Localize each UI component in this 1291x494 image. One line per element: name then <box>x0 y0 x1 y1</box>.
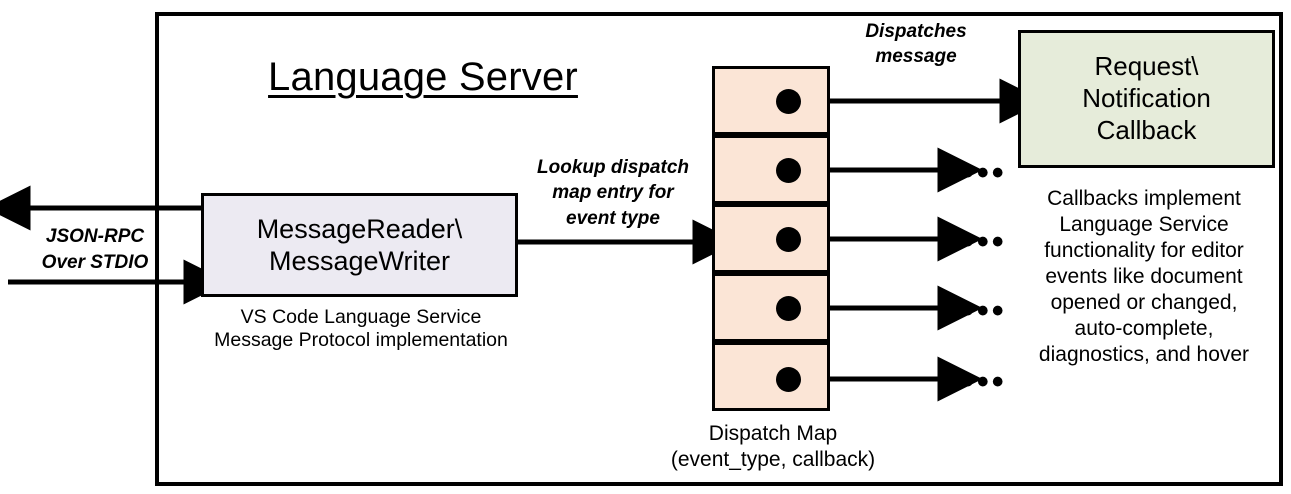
callback-description: Callbacks implement Language Service fun… <box>1038 187 1250 367</box>
dispatch-map-row[interactable] <box>712 66 830 135</box>
message-reader-writer-label: MessageReader\ MessageWriter <box>256 213 463 276</box>
row-ellipsis: ••• <box>962 363 1007 401</box>
dispatch-map-entry-dot <box>776 367 801 392</box>
dispatch-map-row[interactable] <box>712 135 830 204</box>
row-ellipsis: ••• <box>962 154 1007 192</box>
message-reader-writer-node[interactable]: MessageReader\ MessageWriter <box>201 193 518 297</box>
diagram-title: Language Server <box>268 55 578 99</box>
language-server-boundary <box>155 12 1283 486</box>
jsonrpc-protocol-label: JSON-RPC Over STDIO <box>41 226 149 273</box>
dispatch-map-table[interactable] <box>712 66 830 411</box>
dispatch-map-row[interactable] <box>712 342 830 411</box>
message-reader-writer-caption: VS Code Language Service Message Protoco… <box>214 306 508 351</box>
row-ellipsis: ••• <box>962 292 1007 330</box>
lookup-dispatch-label: Lookup dispatch map entry for event type <box>537 157 689 229</box>
dispatch-map-entry-dot <box>776 158 801 183</box>
request-notification-callback-label: Request\ Notification Callback <box>1082 51 1211 145</box>
dispatch-map-row[interactable] <box>712 204 830 273</box>
dispatch-map-caption: Dispatch Map (event_type, callback) <box>670 422 876 471</box>
dispatch-map-entry-dot <box>776 227 801 252</box>
request-notification-callback-node[interactable]: Request\ Notification Callback <box>1018 30 1275 168</box>
dispatches-message-label: Dispatches message <box>865 21 967 68</box>
dispatch-map-row[interactable] <box>712 273 830 342</box>
row-ellipsis: ••• <box>962 223 1007 261</box>
dispatch-map-entry-dot <box>776 89 801 114</box>
dispatch-map-entry-dot <box>776 296 801 321</box>
